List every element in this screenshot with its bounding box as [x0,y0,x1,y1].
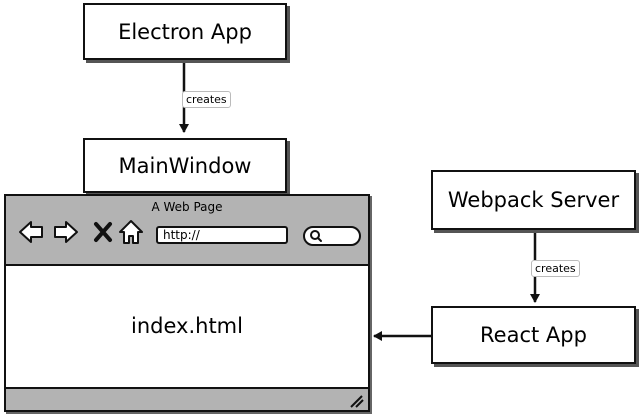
node-webpack-server: Webpack Server [431,170,636,230]
back-arrow-icon[interactable] [18,219,44,245]
edge-label-electron-creates: creates [182,91,231,108]
node-electron-app-label: Electron App [118,19,252,44]
home-icon[interactable] [118,219,144,245]
browser-page-title: A Web Page [151,200,223,214]
resize-grip-icon[interactable] [348,392,364,408]
node-electron-app: Electron App [83,3,287,60]
node-main-window-label: MainWindow [118,153,252,178]
node-webpack-server-label: Webpack Server [447,188,620,212]
search-icon [310,230,322,242]
browser-window-mockup: A Web Page http:// index.html [4,194,370,412]
node-main-window: MainWindow [83,138,287,193]
browser-status-bar [6,387,368,410]
node-react-app: React App [431,306,636,364]
page-content-label: index.html [131,314,243,338]
browser-content-area: index.html [6,266,368,386]
forward-arrow-icon[interactable] [53,219,79,245]
search-box[interactable] [303,226,361,246]
browser-toolbar: A Web Page http:// [6,196,368,266]
close-x-icon[interactable] [90,219,116,245]
url-input[interactable]: http:// [156,226,288,244]
edge-label-webpack-creates: creates [531,260,580,277]
node-react-app-label: React App [480,323,587,347]
